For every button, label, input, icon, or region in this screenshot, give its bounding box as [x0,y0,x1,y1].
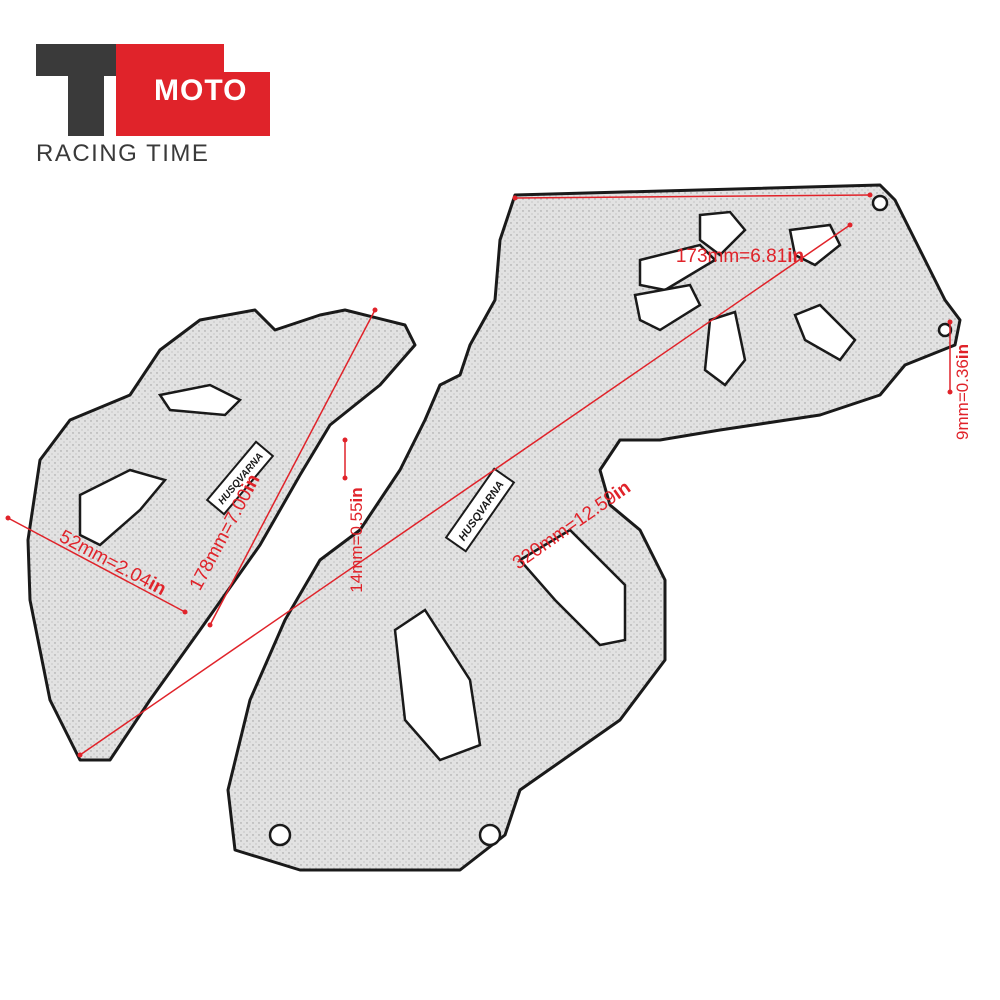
dimension-end-left-width [5,515,11,521]
dimension-unit: in [787,246,804,267]
frame-guard-small-body [26,308,417,762]
cutout [633,283,702,332]
dimension-end-thickness-small [947,319,953,325]
dimension-end-step-height [342,475,348,481]
dimension-end-long-length [77,752,83,758]
logo-c-bottom [116,104,270,136]
frame-guard-small: HUSQVARNA [26,308,417,762]
logo-t-stem [68,44,104,136]
dimension-end-left-width [182,609,188,615]
cutout [788,223,842,267]
mount-hole [478,823,502,847]
cutout [518,528,627,647]
dimension-end-left-length [372,307,378,313]
dimension-metric: 9mm=0.36 [953,359,972,440]
dimension-label-step-height: 14mm=0.55in [347,487,366,592]
dimension-line-top-width [514,194,871,199]
brand-name: MOTO [154,74,248,107]
dimension-label-thickness-small: 9mm=0.36in [953,344,972,440]
dimension-end-left-length [207,622,213,628]
dimension-end-thickness-small [947,389,953,395]
logo-moto-box [150,72,270,106]
mount-hole [268,823,292,847]
cutout [393,608,482,762]
dimension-end-top-width [867,192,873,198]
cutout [698,210,747,257]
cutout [157,383,243,417]
dimension-unit: in [953,344,972,359]
dimension-line-left-length [209,309,376,626]
cutout [638,243,718,292]
brand-logo: MOTO RACING TIME [36,40,276,170]
cutout [703,310,747,387]
brand-tagline: RACING TIME [36,140,210,167]
dimension-metric: 173mm=6.81 [676,246,787,267]
dimension-end-step-height [342,437,348,443]
dimension-label-top-width: 173mm=6.81in [676,246,804,267]
mount-hole [937,322,953,338]
frame-guard-large-body [226,183,962,872]
dimension-line-left-width [7,517,186,613]
frame-guard-large: HUSQVARNA [226,183,962,872]
cutout [78,468,168,547]
dimension-end-long-length [847,222,853,228]
dimension-end-top-width [512,195,518,201]
dimension-unit: in [347,487,366,502]
dimension-line-long-length [79,224,851,756]
mount-hole [871,194,889,212]
dimension-metric: 14mm=0.55 [347,502,366,592]
cutout [793,303,857,362]
